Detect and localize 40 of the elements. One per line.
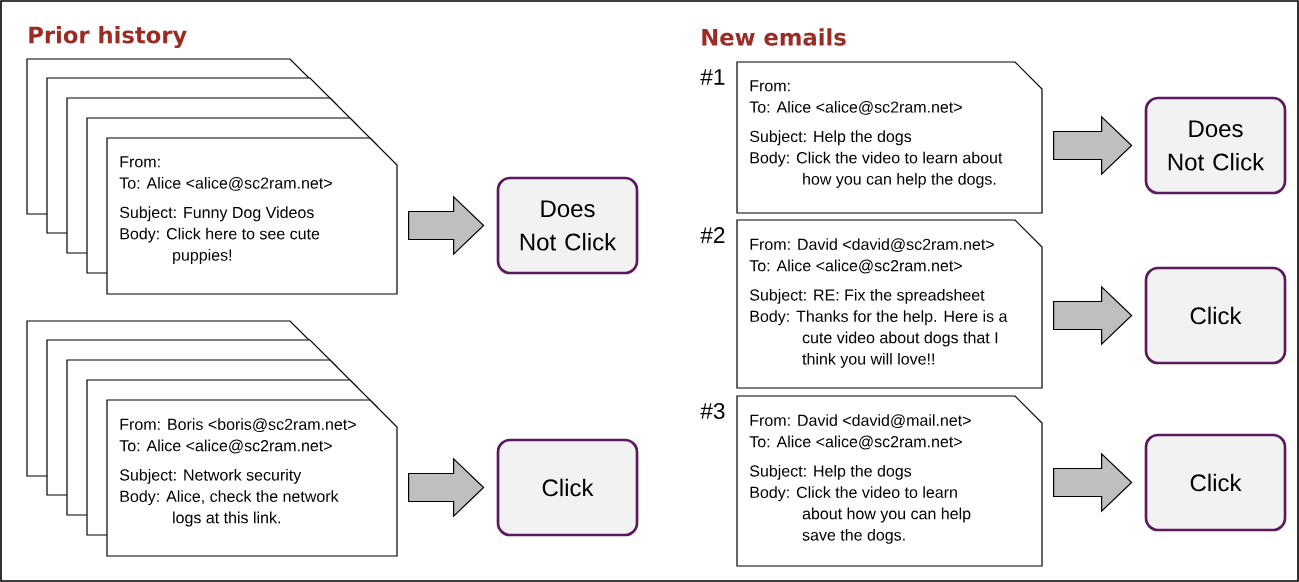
section-heading: Prior history	[29, 25, 187, 49]
email-text: Body: Click here to see cute puppies!	[120, 227, 320, 264]
email-text: From: David <david@sc2ram.net>	[750, 238, 994, 253]
email-text: Body: Click the video to learn about how you can help the dogs.	[750, 151, 1003, 188]
block-arrow	[408, 457, 485, 518]
email-text: To: Alice <alice@sc2ram.net>	[749, 101, 962, 115]
email-card	[736, 395, 1043, 567]
email-number: #2	[700, 227, 725, 243]
email-card	[736, 219, 1043, 389]
email-text: From: Boris <boris@sc2ram.net>	[120, 418, 356, 433]
email-text: Body: Alice, check the network logs at this link.	[120, 490, 339, 527]
email-text: To: Alice <alice@sc2ram.net>	[119, 177, 332, 191]
email-text: From:	[750, 80, 790, 92]
block-arrow	[1053, 115, 1133, 176]
block-arrow	[1053, 285, 1133, 346]
email-text: Body: Click the video to learn about how you can help save the dogs.	[750, 486, 971, 544]
email-text: Body: Thanks for the help. Here is a cute video about dogs that I think you will love!!	[750, 310, 1008, 368]
email-text: From: David <david@mail.net>	[750, 414, 971, 429]
email-text: To: Alice <alice@sc2ram.net>	[749, 435, 962, 450]
email-text: Subject: Help the dogs	[750, 130, 912, 146]
outcome-box: Click	[1144, 266, 1287, 365]
email-number: #3	[700, 403, 725, 420]
email-text: Subject: Help the dogs	[750, 464, 912, 480]
email-text: Subject: Funny Dog Videos	[120, 206, 314, 222]
outcome-box: Does Not Click	[1144, 96, 1287, 195]
email-text: From:	[120, 156, 160, 168]
email-stack-drawing	[26, 58, 398, 295]
email-text: To: Alice <alice@sc2ram.net>	[749, 259, 962, 274]
email-stack-drawing	[26, 320, 398, 557]
block-arrow	[408, 195, 485, 256]
email-text: Subject: RE: Fix the spreadsheet	[750, 288, 985, 304]
email-text: To: Alice <alice@sc2ram.net>	[119, 439, 332, 454]
email-number: #1	[700, 69, 725, 85]
email-text: Subject: Network security	[120, 468, 302, 484]
outcome-box: Does Not Click	[496, 176, 639, 275]
email-card	[736, 61, 1043, 214]
section-heading: New emails	[702, 28, 846, 46]
block-arrow	[1053, 452, 1133, 513]
outcome-box: Click	[496, 438, 639, 537]
outcome-box: Click	[1144, 433, 1287, 532]
